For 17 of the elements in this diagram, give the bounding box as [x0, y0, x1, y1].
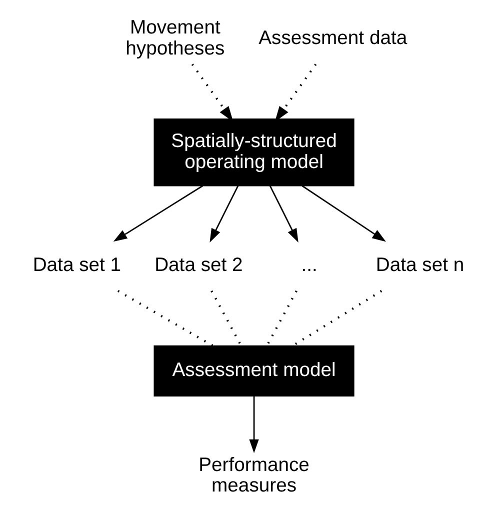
node-text: Data set 2: [154, 254, 242, 276]
connector: [116, 290, 214, 347]
node-box: Spatially-structured operating model: [153, 118, 354, 186]
node-text: Assessment data: [258, 27, 407, 50]
node-box: Assessment model: [153, 345, 354, 397]
arrow: [209, 185, 238, 242]
arrow: [301, 185, 386, 242]
connector: [210, 290, 242, 346]
node-text: Data set 1: [32, 254, 121, 276]
node-text: ...: [300, 254, 317, 276]
node-text: Data set n: [375, 254, 464, 276]
connector: [265, 290, 297, 346]
node-text: Movement hypotheses: [125, 16, 224, 60]
node-text: Performance measures: [198, 454, 309, 497]
arrow: [268, 185, 298, 242]
arrow: [248, 396, 258, 454]
arrow: [112, 185, 203, 242]
